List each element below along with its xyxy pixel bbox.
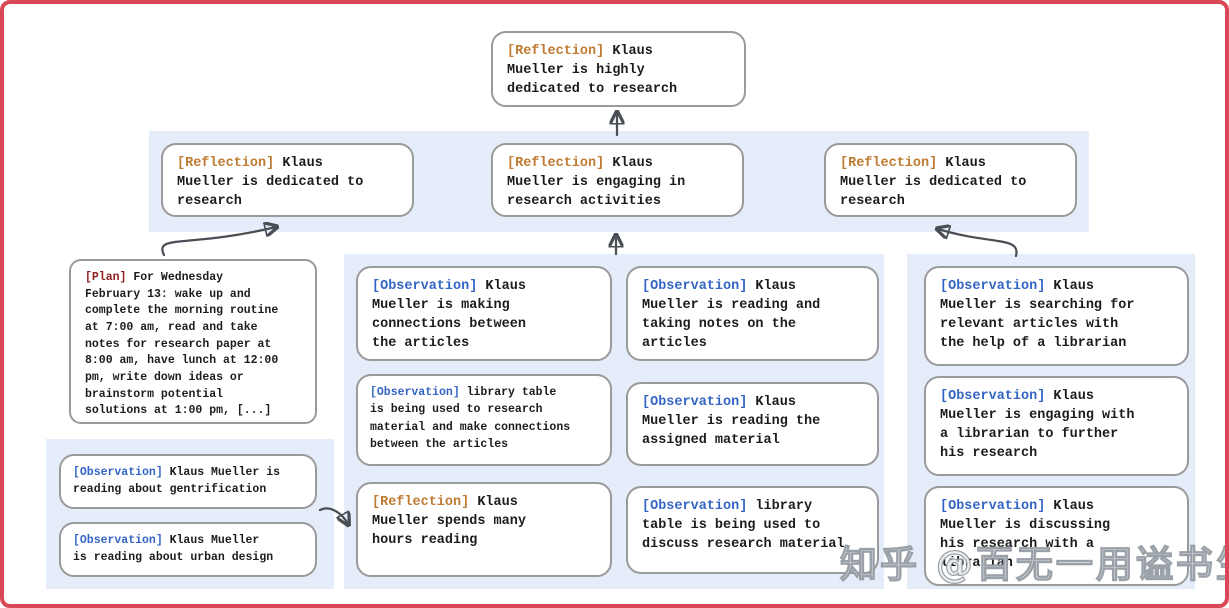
node-text: Klaus Mueller is searching for relevant … — [940, 279, 1135, 352]
reflection-tag: [Reflection] — [840, 156, 938, 171]
node-observation-engaging-librarian: [Observation] Klaus Mueller is engaging … — [924, 376, 1189, 476]
node-text: library table is being used to discuss r… — [642, 499, 845, 553]
observation-tag: [Observation] — [642, 279, 748, 294]
node-text: Klaus Mueller is discussing his research… — [940, 499, 1111, 572]
node-observation-library-research: [Observation] library table is being use… — [356, 374, 612, 466]
node-text: Klaus Mueller is engaging with a librari… — [940, 389, 1135, 462]
node-observation-discussing-research: [Observation] Klaus Mueller is discussin… — [924, 486, 1189, 586]
node-text: Klaus Mueller is dedicated to research — [840, 156, 1027, 210]
node-plan: [Plan] For Wednesday February 13: wake u… — [69, 259, 317, 424]
observation-tag: [Observation] — [73, 534, 163, 547]
node-observation-library-discuss: [Observation] library table is being use… — [626, 486, 879, 574]
reflection-tag: [Reflection] — [372, 495, 470, 510]
node-text: Klaus Mueller is reading and taking note… — [642, 279, 821, 352]
node-text: Klaus Mueller is reading about urban des… — [73, 534, 274, 565]
node-root-reflection: [Reflection] Klaus Mueller is highly ded… — [491, 31, 746, 107]
node-text: Klaus Mueller is reading the assigned ma… — [642, 395, 821, 449]
node-text: Klaus Mueller is engaging in research ac… — [507, 156, 686, 210]
node-text: Klaus Mueller is dedicated to research — [177, 156, 364, 210]
reflection-tag: [Reflection] — [507, 156, 605, 171]
node-observation-searching-articles: [Observation] Klaus Mueller is searching… — [924, 266, 1189, 366]
node-text: For Wednesday February 13: wake up and c… — [85, 271, 279, 418]
observation-tag: [Observation] — [370, 386, 460, 399]
observation-tag: [Observation] — [372, 279, 478, 294]
observation-tag: [Observation] — [940, 279, 1046, 294]
node-l2-left-reflection: [Reflection] Klaus Mueller is dedicated … — [161, 143, 414, 217]
node-observation-gentrification: [Observation] Klaus Mueller is reading a… — [59, 454, 317, 509]
node-text: Klaus Mueller is making connections betw… — [372, 279, 526, 352]
observation-tag: [Observation] — [642, 395, 748, 410]
observation-tag: [Observation] — [940, 499, 1046, 514]
arrow-rightband-to-l2right — [938, 229, 1018, 258]
node-observation-assigned-material: [Observation] Klaus Mueller is reading t… — [626, 382, 879, 466]
node-text: Klaus Mueller is highly dedicated to res… — [507, 44, 678, 98]
observation-tag: [Observation] — [940, 389, 1046, 404]
node-observation-taking-notes: [Observation] Klaus Mueller is reading a… — [626, 266, 879, 361]
observation-tag: [Observation] — [642, 499, 748, 514]
node-l2-right-reflection: [Reflection] Klaus Mueller is dedicated … — [824, 143, 1077, 217]
node-text: library table is being used to research … — [370, 386, 571, 451]
reflection-tag: [Reflection] — [177, 156, 275, 171]
node-observation-connections: [Observation] Klaus Mueller is making co… — [356, 266, 612, 361]
reflection-tag: [Reflection] — [507, 44, 605, 59]
node-text: Klaus Mueller spends many hours reading — [372, 495, 526, 549]
node-text: Klaus Mueller is reading about gentrific… — [73, 466, 281, 497]
node-observation-urban-design: [Observation] Klaus Mueller is reading a… — [59, 522, 317, 577]
plan-tag: [Plan] — [85, 271, 127, 284]
node-l2-middle-reflection: [Reflection] Klaus Mueller is engaging i… — [491, 143, 744, 217]
node-reflection-hours-reading: [Reflection] Klaus Mueller spends many h… — [356, 482, 612, 577]
observation-tag: [Observation] — [73, 466, 163, 479]
